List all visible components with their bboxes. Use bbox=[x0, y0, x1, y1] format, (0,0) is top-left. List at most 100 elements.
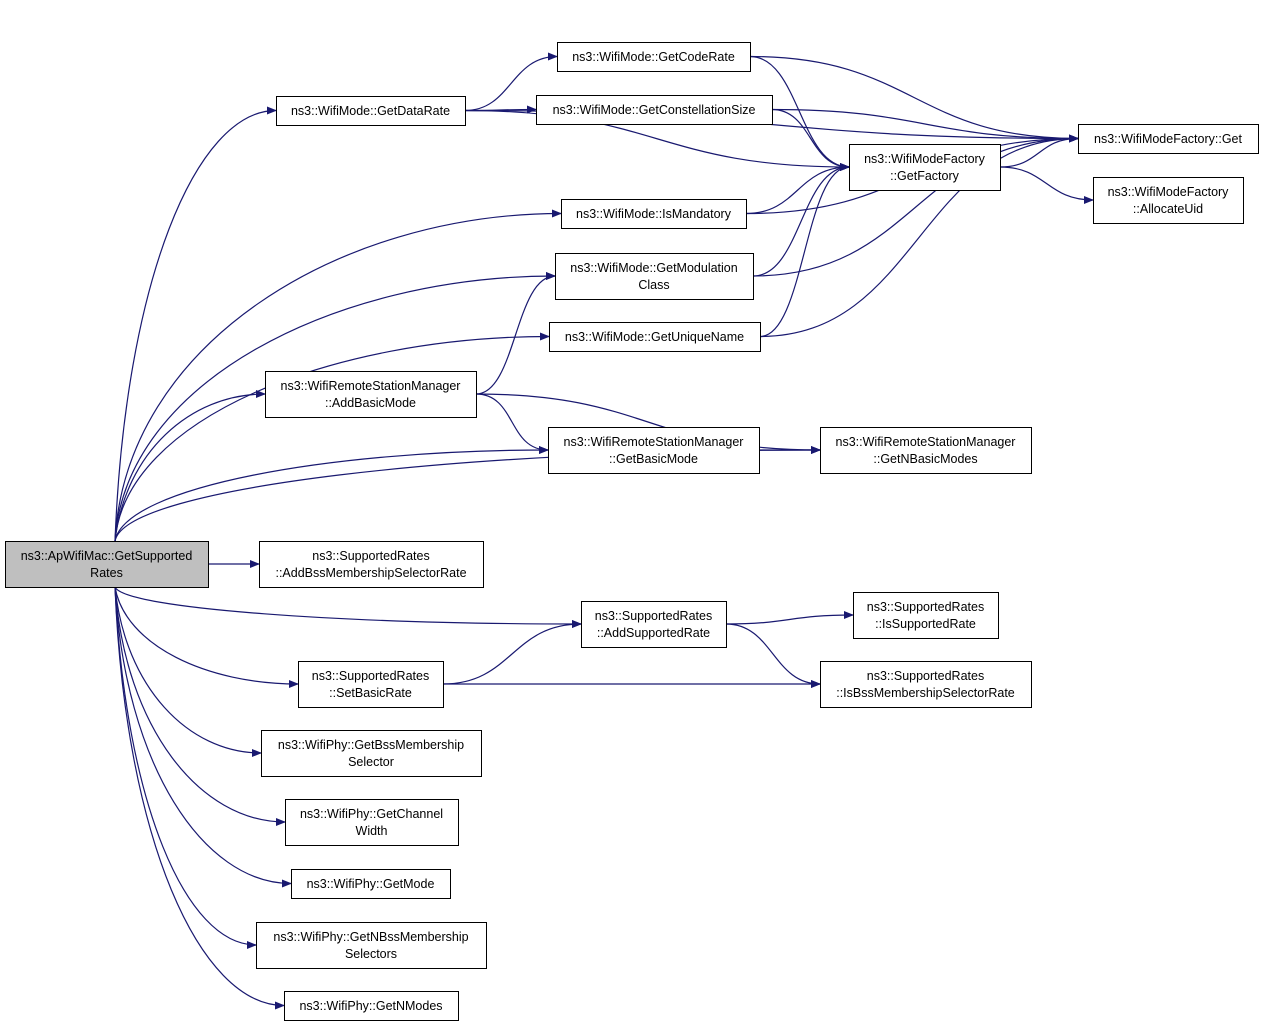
edge-root-to-getChannelWidth bbox=[114, 586, 286, 826]
node-label-line: ns3::WifiMode::GetConstellationSize bbox=[553, 103, 756, 117]
node-box bbox=[549, 322, 761, 352]
node-getBasicMode[interactable]: ns3::WifiRemoteStationManager::GetBasicM… bbox=[548, 427, 760, 474]
edge-root-to-getBssSelector bbox=[114, 586, 262, 757]
node-box bbox=[265, 371, 477, 418]
node-label-line: ns3::WifiPhy::GetChannel bbox=[300, 807, 443, 821]
node-addBasicMode[interactable]: ns3::WifiRemoteStationManager::AddBasicM… bbox=[265, 371, 477, 418]
node-allocateUid[interactable]: ns3::WifiModeFactory::AllocateUid bbox=[1093, 177, 1244, 224]
edge-getFactory-to-factoryGet bbox=[999, 134, 1079, 168]
node-box bbox=[259, 541, 484, 588]
node-box bbox=[284, 991, 459, 1021]
node-label-line: ns3::SupportedRates bbox=[312, 669, 429, 683]
edge-getDataRate-to-getFactory bbox=[464, 109, 850, 171]
edge-root-to-getDataRate bbox=[114, 106, 277, 542]
node-label-line: ns3::WifiModeFactory::Get bbox=[1094, 132, 1242, 146]
edge-setBasicRate-to-addSupportedRate bbox=[442, 620, 582, 685]
node-isMandatory[interactable]: ns3::WifiMode::IsMandatory bbox=[561, 199, 747, 229]
node-box bbox=[561, 199, 747, 229]
node-label-line: ns3::WifiPhy::GetBssMembership bbox=[278, 738, 464, 752]
node-box bbox=[5, 541, 209, 588]
edge-getCodeRate-to-factoryGet bbox=[749, 55, 1079, 143]
edge-root-to-isMandatory bbox=[114, 209, 562, 542]
edge-getCodeRate-to-getFactory bbox=[749, 55, 850, 171]
node-getFactory[interactable]: ns3::WifiModeFactory::GetFactory bbox=[849, 144, 1001, 191]
node-label-line: ns3::WifiPhy::GetNBssMembership bbox=[273, 930, 468, 944]
node-isSupportedRate[interactable]: ns3::SupportedRates::IsSupportedRate bbox=[853, 592, 999, 639]
node-factoryGet[interactable]: ns3::WifiModeFactory::Get bbox=[1078, 124, 1259, 154]
node-box bbox=[853, 592, 999, 639]
node-addBssSelector[interactable]: ns3::SupportedRates::AddBssMembershipSel… bbox=[259, 541, 484, 588]
node-box bbox=[548, 427, 760, 474]
node-label-line: ns3::SupportedRates bbox=[312, 549, 429, 563]
node-box bbox=[536, 95, 773, 125]
node-label-line: ns3::WifiRemoteStationManager bbox=[564, 435, 744, 449]
edge-getUniqueName-to-getFactory bbox=[759, 163, 850, 338]
edge-getConstellationSize-to-getFactory bbox=[771, 108, 850, 171]
edge-root-to-getNModes bbox=[114, 586, 285, 1010]
node-label-line: Width bbox=[356, 824, 388, 838]
node-label-line: ns3::SupportedRates bbox=[867, 669, 984, 683]
node-getConstellationSize[interactable]: ns3::WifiMode::GetConstellationSize bbox=[536, 95, 773, 125]
node-label-line: ::IsBssMembershipSelectorRate bbox=[836, 686, 1015, 700]
node-getCodeRate[interactable]: ns3::WifiMode::GetCodeRate bbox=[557, 42, 751, 72]
edge-addBasicMode-to-getModulationClass bbox=[475, 272, 556, 395]
node-box bbox=[276, 96, 466, 126]
node-label-line: ns3::WifiMode::GetCodeRate bbox=[572, 50, 735, 64]
node-box bbox=[261, 730, 482, 777]
node-label-line: ns3::WifiPhy::GetMode bbox=[307, 877, 435, 891]
node-box bbox=[555, 253, 754, 300]
edge-root-to-setBasicRate bbox=[114, 586, 299, 688]
node-box bbox=[298, 661, 444, 708]
node-label-line: ::SetBasicRate bbox=[329, 686, 412, 700]
node-label-line: ns3::WifiMode::GetUniqueName bbox=[565, 330, 744, 344]
edge-addSupportedRate-to-isSupportedRate bbox=[725, 611, 854, 625]
edge-root-to-addBasicMode bbox=[114, 390, 266, 542]
node-getMode[interactable]: ns3::WifiPhy::GetMode bbox=[291, 869, 451, 899]
node-box bbox=[581, 601, 727, 648]
node-getUniqueName[interactable]: ns3::WifiMode::GetUniqueName bbox=[549, 322, 761, 352]
node-box bbox=[820, 661, 1032, 708]
node-label-line: Rates bbox=[90, 566, 123, 580]
node-box bbox=[291, 869, 451, 899]
edge-isMandatory-to-getFactory bbox=[745, 163, 850, 215]
edge-getModulationClass-to-factoryGet bbox=[752, 134, 1079, 277]
node-label-line: ::GetNBasicModes bbox=[873, 452, 977, 466]
node-label-line: Selector bbox=[348, 755, 394, 769]
node-label-line: ::AddBssMembershipSelectorRate bbox=[275, 566, 466, 580]
node-getNModes[interactable]: ns3::WifiPhy::GetNModes bbox=[284, 991, 459, 1021]
edge-addBasicMode-to-getBasicMode bbox=[475, 393, 549, 454]
edge-root-to-getUniqueName bbox=[114, 332, 550, 542]
edge-root-to-getNBssSelectors bbox=[114, 586, 257, 949]
edge-getUniqueName-to-factoryGet bbox=[759, 134, 1079, 338]
edge-addSupportedRate-to-isBssSelectorRate bbox=[725, 623, 821, 688]
node-label-line: Selectors bbox=[345, 947, 397, 961]
node-label-line: ns3::WifiMode::GetModulation bbox=[570, 261, 737, 275]
node-label-line: ::AllocateUid bbox=[1133, 202, 1203, 216]
node-getNBasicModes[interactable]: ns3::WifiRemoteStationManager::GetNBasic… bbox=[820, 427, 1032, 474]
node-isBssSelectorRate[interactable]: ns3::SupportedRates::IsBssMembershipSele… bbox=[820, 661, 1032, 708]
node-label-line: ::AddBasicMode bbox=[325, 396, 416, 410]
node-label-line: ns3::WifiRemoteStationManager bbox=[836, 435, 1016, 449]
node-box bbox=[557, 42, 751, 72]
edge-root-to-getBasicMode bbox=[114, 446, 549, 542]
node-label-line: ns3::WifiModeFactory bbox=[1108, 185, 1230, 199]
node-addSupportedRate[interactable]: ns3::SupportedRates::AddSupportedRate bbox=[581, 601, 727, 648]
node-label-line: ::GetFactory bbox=[890, 169, 960, 183]
node-label-line: ns3::SupportedRates bbox=[595, 609, 712, 623]
edge-getDataRate-to-getCodeRate bbox=[464, 52, 558, 112]
edge-getModulationClass-to-getFactory bbox=[752, 163, 850, 277]
node-label-line: ns3::WifiMode::GetDataRate bbox=[291, 104, 450, 118]
node-label-line: ::GetBasicMode bbox=[609, 452, 698, 466]
node-box bbox=[849, 144, 1001, 191]
node-box bbox=[285, 799, 459, 846]
node-setBasicRate[interactable]: ns3::SupportedRates::SetBasicRate bbox=[298, 661, 444, 708]
node-label-line: ns3::WifiRemoteStationManager bbox=[281, 379, 461, 393]
edge-root-to-getMode bbox=[114, 586, 292, 888]
node-getDataRate[interactable]: ns3::WifiMode::GetDataRate bbox=[276, 96, 466, 126]
